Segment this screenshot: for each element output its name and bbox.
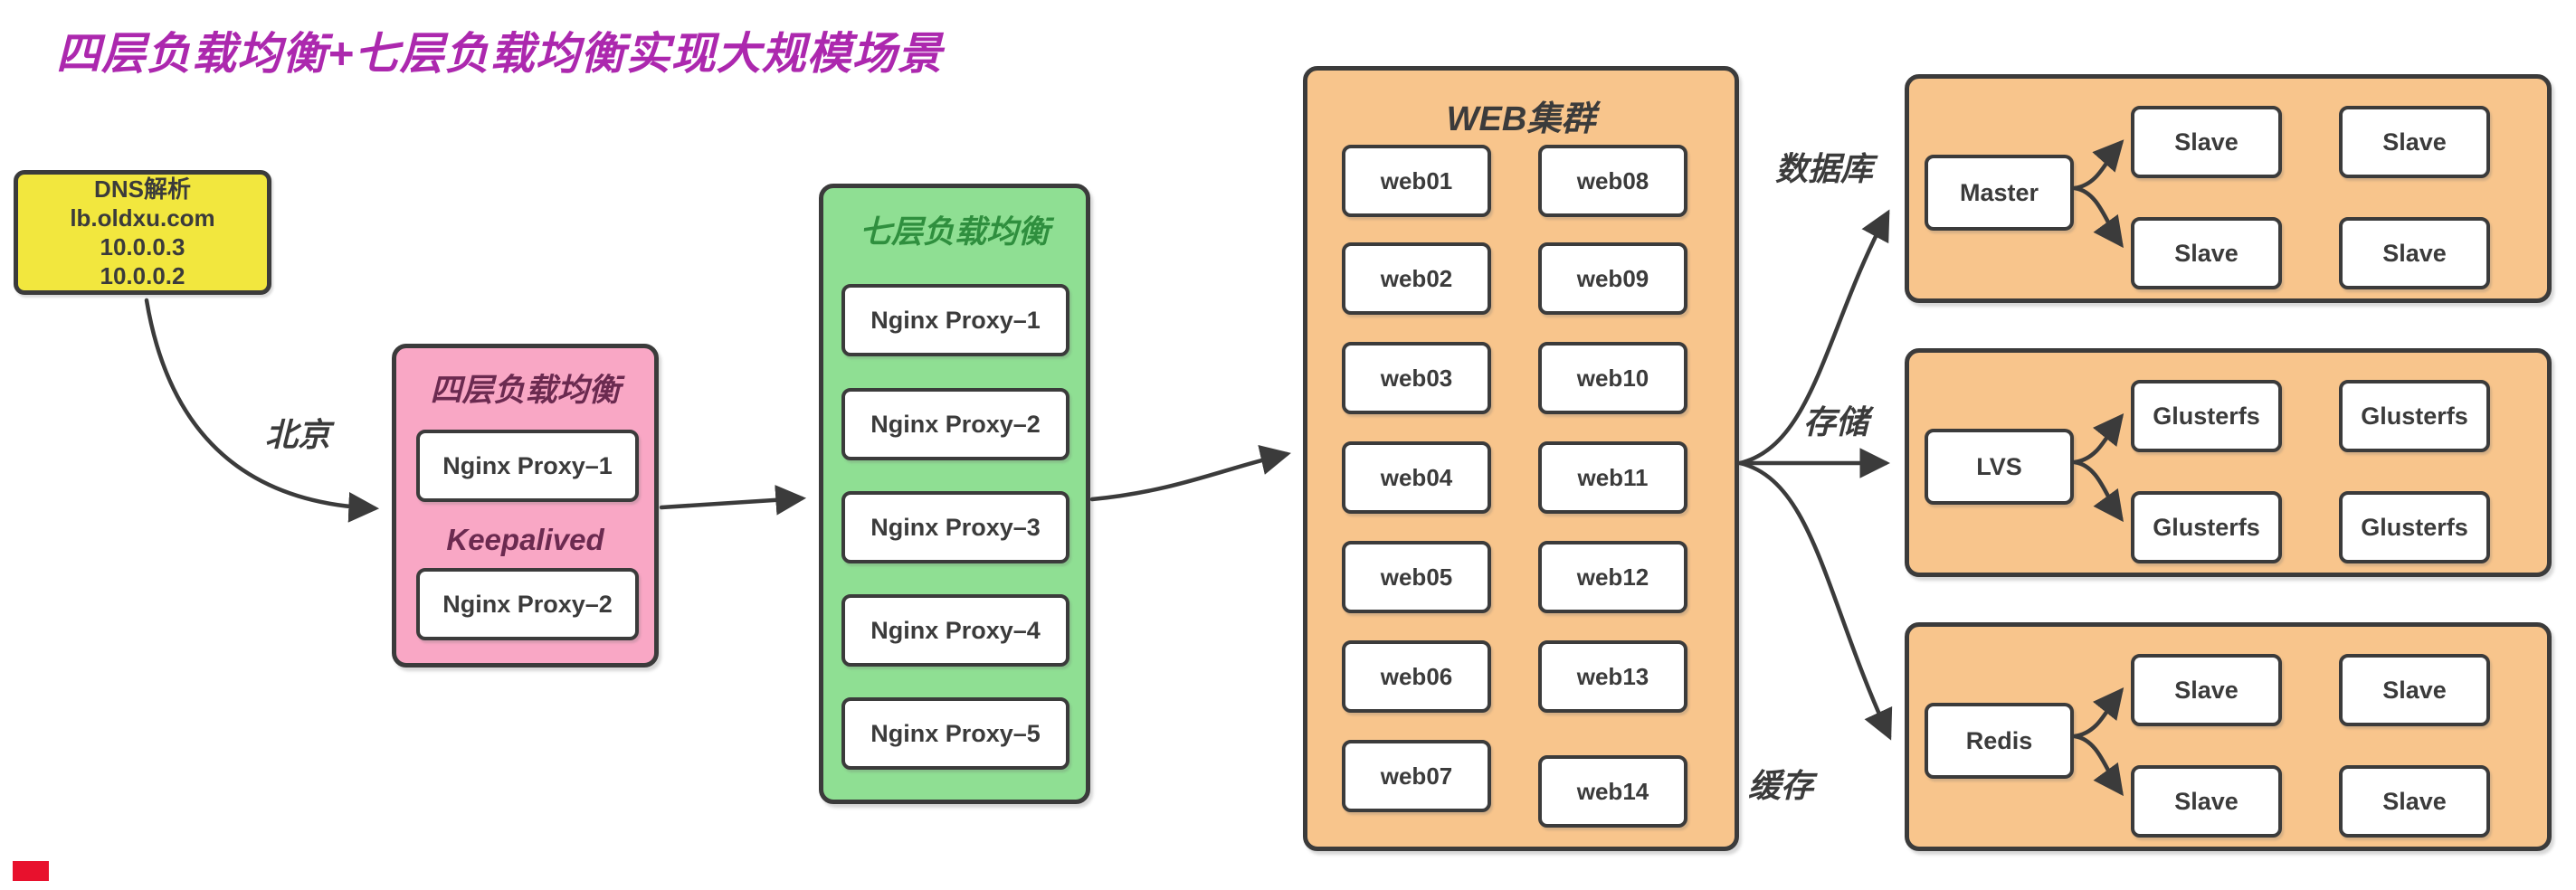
db-slave-node-2: Slave [2339,106,2490,178]
edge-l7-to-web [1089,444,1291,502]
db-slave-node-3: Slave [2131,217,2282,289]
l7-panel-title: 七层负载均衡 [859,214,1050,250]
red-corner-mark [13,861,49,881]
l7-nginx-proxy-3: Nginx Proxy–3 [841,491,1069,563]
edge-l4-to-l7 [659,485,807,516]
cache-slave-node-3: Slave [2131,765,2282,838]
l7-nginx-proxy-4: Nginx Proxy–4 [841,594,1069,667]
storage-glusterfs-node-1: Glusterfs [2131,380,2282,452]
web-cluster-panel: WEB集群 web01 web02 web03 web04 web05 web0… [1303,66,1739,851]
db-master-node: Master [1925,155,2074,231]
web-node-11: web11 [1538,441,1687,514]
database-panel: Master Slave Slave Slave Slave [1905,74,2552,303]
l4-panel-title: 四层负载均衡 [430,373,621,408]
storage-glusterfs-node-4: Glusterfs [2339,491,2490,563]
l4-panel: 四层负载均衡 Nginx Proxy–1 Keepalived Nginx Pr… [392,344,659,668]
web-node-12: web12 [1538,541,1687,613]
edge-web-to-cache [1737,460,1893,741]
dns-ip-2: 10.0.0.2 [100,262,185,289]
web-node-14: web14 [1538,755,1687,828]
dns-ip-1: 10.0.0.3 [100,233,185,260]
storage-glusterfs-node-2: Glusterfs [2339,380,2490,452]
cache-slave-node-4: Slave [2339,765,2490,838]
l7-panel: 七层负载均衡 Nginx Proxy–1 Nginx Proxy–2 Nginx… [819,184,1090,804]
web-cluster-title: WEB集群 [1446,100,1596,138]
l4-nginx-proxy-2: Nginx Proxy–2 [416,568,639,640]
dns-node: DNS解析 lb.oldxu.com 10.0.0.3 10.0.0.2 [14,170,271,295]
l7-nginx-proxy-1: Nginx Proxy–1 [841,284,1069,356]
l7-nginx-proxy-5: Nginx Proxy–5 [841,697,1069,770]
storage-panel: LVS Glusterfs Glusterfs Glusterfs Gluste… [1905,348,2552,577]
edge-label-storage: 存储 [1803,403,1869,440]
l7-nginx-proxy-2: Nginx Proxy–2 [841,388,1069,460]
dns-domain: lb.oldxu.com [70,204,215,232]
storage-glusterfs-node-3: Glusterfs [2131,491,2282,563]
web-node-10: web10 [1538,342,1687,414]
web-node-03: web03 [1342,342,1491,414]
db-slave-node-4: Slave [2339,217,2490,289]
cache-panel: Redis Slave Slave Slave Slave [1905,622,2552,851]
storage-lvs-node: LVS [1925,429,2074,505]
web-node-02: web02 [1342,242,1491,315]
web-node-08: web08 [1538,145,1687,217]
cache-redis-node: Redis [1925,703,2074,779]
web-node-04: web04 [1342,441,1491,514]
db-slave-node-1: Slave [2131,106,2282,178]
edge-label-database: 数据库 [1775,150,1874,187]
web-node-09: web09 [1538,242,1687,315]
l4-keepalived-label: Keepalived [446,523,604,556]
cache-slave-node-2: Slave [2339,654,2490,726]
page-title: 四层负载均衡+七层负载均衡实现大规模场景 [56,30,943,79]
web-node-01: web01 [1342,145,1491,217]
cache-slave-node-1: Slave [2131,654,2282,726]
l4-nginx-proxy-1: Nginx Proxy–1 [416,430,639,502]
web-node-13: web13 [1538,640,1687,713]
edge-label-cache: 缓存 [1748,767,1814,804]
edge-dns-to-l4 [144,298,380,523]
edge-label-beijing: 北京 [265,416,331,453]
web-node-05: web05 [1342,541,1491,613]
web-node-06: web06 [1342,640,1491,713]
web-node-07: web07 [1342,740,1491,812]
dns-title: DNS解析 [94,175,191,203]
